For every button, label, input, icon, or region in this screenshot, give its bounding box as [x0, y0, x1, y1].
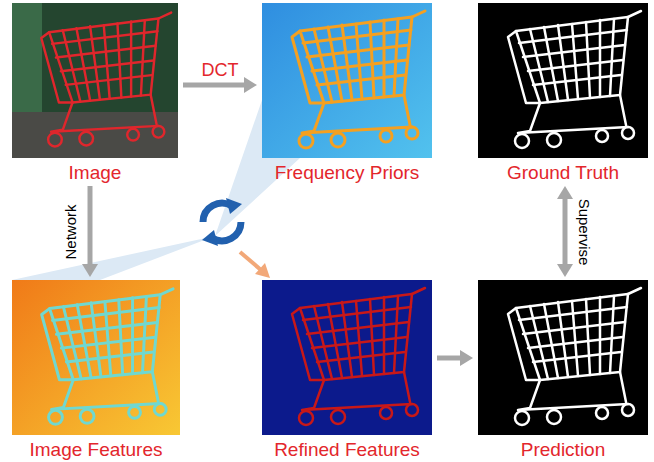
panel-label: Image: [10, 162, 180, 183]
orange-arrowhead: [255, 263, 270, 278]
panel-label: Prediction: [476, 439, 650, 460]
fan-shape: [12, 236, 215, 280]
panel-label: Image Features: [10, 439, 182, 460]
frequency-node: Frequency Priors: [260, 3, 434, 183]
feature-panel: [12, 280, 180, 435]
image-node: Image: [10, 3, 180, 183]
edge-label: DCT: [202, 61, 239, 79]
flow-arrow: [82, 186, 98, 277]
photo-panel: [12, 3, 178, 158]
refined-panel: [262, 280, 432, 435]
panel-label: Ground Truth: [476, 162, 650, 183]
refresh-arrowhead: [226, 198, 242, 214]
flow-arrow: [437, 350, 473, 366]
flow-arrow: [557, 186, 573, 277]
ground-truth-node: Ground Truth: [476, 3, 650, 183]
edge-label: Network: [62, 204, 80, 259]
panel-label: Frequency Priors: [260, 162, 434, 183]
prediction-node: Prediction: [476, 280, 650, 460]
feature-node: Image Features: [10, 280, 182, 460]
edge-label: Supervise: [575, 198, 593, 265]
panel-label: Refined Features: [260, 439, 434, 460]
orange-arrow: [240, 252, 261, 270]
frequency-panel: [262, 3, 432, 158]
flow-arrow: [183, 77, 257, 93]
mask-panel: [478, 3, 648, 158]
mask-panel: [478, 280, 648, 435]
refresh-arrowhead: [202, 230, 218, 246]
refined-node: Refined Features: [260, 280, 434, 460]
